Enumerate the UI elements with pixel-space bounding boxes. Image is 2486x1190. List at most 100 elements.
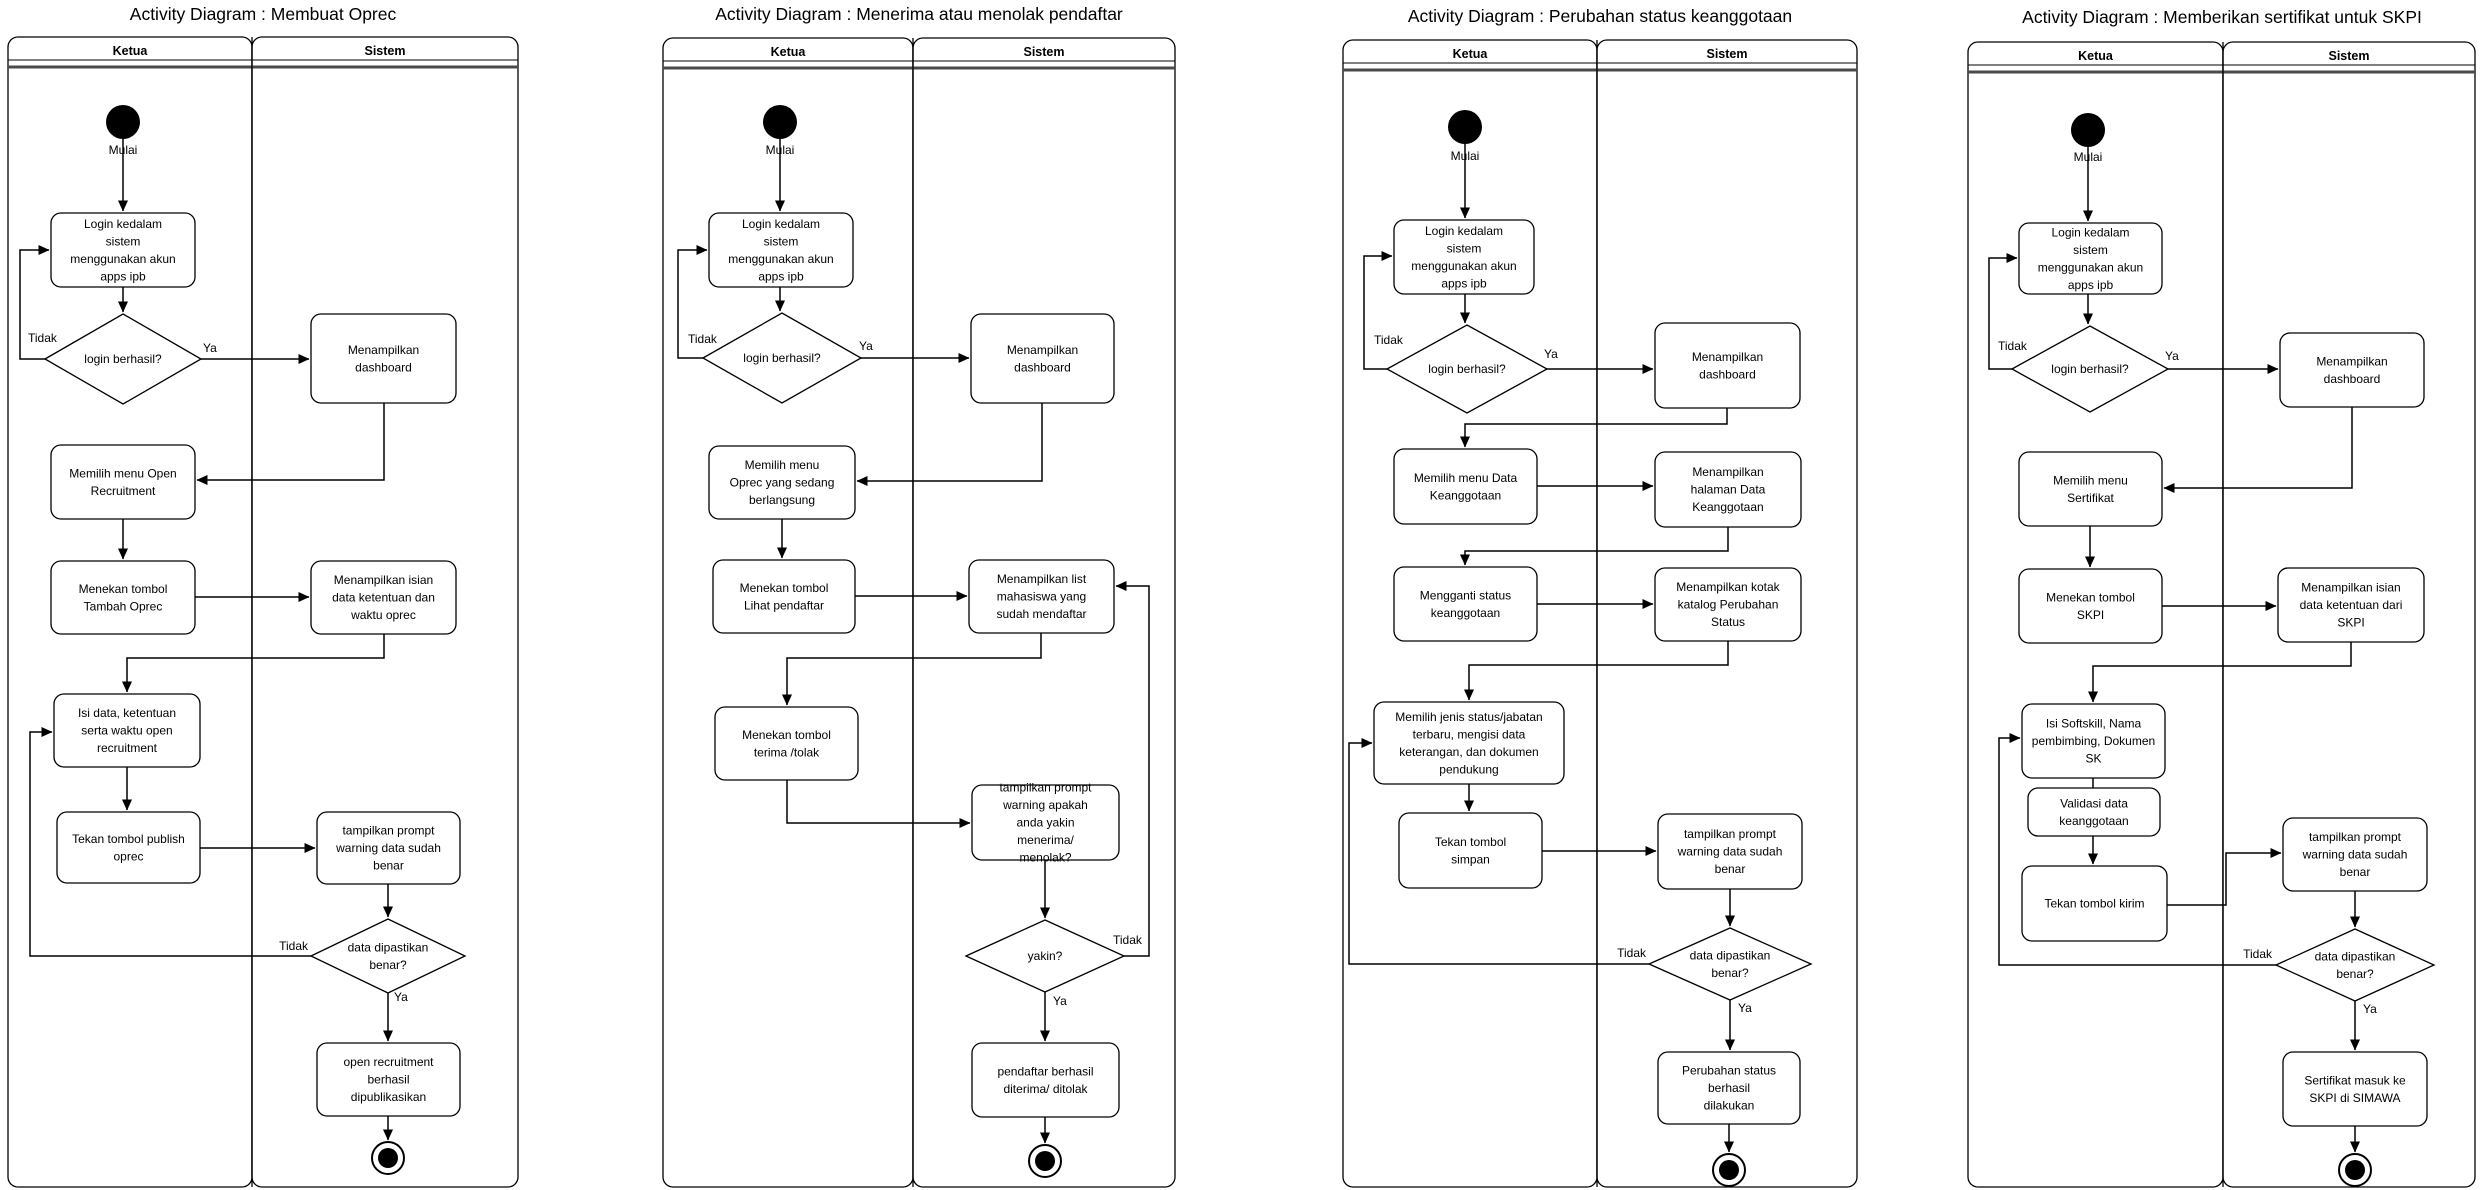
node-label: sistem	[1447, 241, 1482, 255]
flow-edge	[19, 245, 50, 360]
start-node	[763, 105, 797, 139]
node-label: Login kedalam	[2051, 225, 2129, 239]
node-label: sudah mendaftar	[996, 607, 1086, 621]
node-label: sistem	[764, 234, 799, 248]
node-label: waktu oprec	[350, 608, 416, 622]
flow-edge	[1348, 738, 1649, 965]
node-label: open recruitment	[343, 1055, 434, 1069]
no-label: Tidak	[1113, 933, 1143, 947]
activity-node	[2021, 703, 2166, 779]
node-label: Menampilkan kotak	[1676, 580, 1780, 594]
node-label: sistem	[2073, 243, 2108, 257]
node-label: keterangan, dan dokumen	[1399, 745, 1538, 759]
no-label: Tidak	[1617, 946, 1647, 960]
activity-node	[1373, 701, 1565, 785]
lane-header-label: Ketua	[1453, 47, 1489, 61]
diagram-title: Activity Diagram : Menerima atau menolak…	[715, 4, 1123, 24]
flow-edge	[122, 634, 385, 693]
flow-edge	[1363, 251, 1393, 370]
activity-node	[971, 1042, 1120, 1118]
diagram-title: Activity Diagram : Perubahan status kean…	[1408, 6, 1792, 26]
node-label: terbaru, mengisi data	[1413, 727, 1526, 741]
end-node-core	[378, 1148, 398, 1168]
node-label: Tekan tombol kirim	[2044, 897, 2144, 911]
activity-node	[1657, 813, 1803, 890]
yes-label: Ya	[2165, 349, 2179, 363]
activity-node	[2021, 865, 2168, 942]
yes-label: Ya	[394, 990, 408, 1004]
node-label: menggunakan akun	[728, 252, 833, 266]
node-label: tampilkan prompt	[1684, 827, 1777, 841]
flow-edge	[1460, 527, 1729, 566]
activity-node	[971, 784, 1120, 861]
start-caption: Mulai	[766, 143, 795, 157]
node-label: warning data sudah	[1677, 845, 1783, 859]
node-label: menolak?	[1019, 851, 1071, 865]
flow-edge	[2163, 407, 2353, 493]
node-label: oprec	[113, 849, 143, 863]
diagram-title: Activity Diagram : Memberikan sertifikat…	[2022, 7, 2422, 27]
decision-node	[309, 918, 467, 994]
node-label: warning data sudah	[2302, 848, 2408, 862]
node-label: Menekan tombol	[742, 728, 831, 742]
node-label: data dipastikan	[2315, 949, 2396, 963]
activity-node	[1657, 1051, 1801, 1125]
lane-header-label: Sistem	[365, 44, 406, 58]
node-label: Isi data, ketentuan	[78, 706, 176, 720]
node-label: berhasil	[1708, 1081, 1750, 1095]
activity-node	[1654, 451, 1802, 528]
node-label: tampilkan prompt	[2309, 830, 2402, 844]
activity-node	[1654, 567, 1802, 642]
flow-edge	[1464, 641, 1729, 701]
node-label: terima /tolak	[754, 745, 820, 759]
node-label: Login kedalam	[742, 217, 820, 231]
node-label: apps ipb	[758, 269, 804, 283]
decision-node	[2010, 325, 2170, 413]
node-label: login berhasil?	[743, 351, 821, 365]
node-label: Memilih menu Open	[69, 466, 176, 480]
node-label: warning apakah	[1002, 798, 1088, 812]
decision-node	[964, 919, 1126, 993]
node-label: Menampilkan	[348, 343, 419, 357]
flow-edge	[1460, 408, 1728, 448]
node-label: dashboard	[2324, 372, 2381, 386]
node-label: mahasiswa yang	[997, 590, 1086, 604]
node-label: pembimbing, Dokumen	[2032, 734, 2155, 748]
activity-node	[1654, 322, 1801, 409]
node-label: Memilih menu	[745, 458, 820, 472]
no-label: Tidak	[1374, 333, 1404, 347]
node-label: recruitment	[97, 741, 158, 755]
decision-node	[701, 312, 863, 404]
activity-node	[2018, 222, 2163, 295]
yes-label: Ya	[1053, 994, 1067, 1008]
node-label: halaman Data	[1691, 483, 1766, 497]
node-label: Isi Softskill, Nama	[2046, 717, 2142, 731]
activity-node	[970, 313, 1115, 404]
decision-node	[1647, 927, 1813, 1001]
flow-edge	[1998, 733, 2276, 966]
activity-node	[1393, 566, 1538, 642]
node-label: apps ipb	[100, 269, 146, 283]
activity-node	[316, 811, 461, 885]
yes-label: Ya	[203, 341, 217, 355]
node-label: menggunakan akun	[1411, 259, 1516, 273]
node-label: Menampilkan	[1692, 350, 1763, 364]
node-label: menggunakan akun	[70, 252, 175, 266]
start-caption: Mulai	[1451, 149, 1480, 163]
activity-node	[712, 559, 856, 634]
activity-node	[2282, 1051, 2428, 1127]
activity-node	[1393, 448, 1538, 525]
node-label: Tekan tombol publish	[72, 832, 185, 846]
activity-node	[1398, 812, 1543, 889]
node-label: warning data sudah	[335, 841, 441, 855]
node-label: SK	[2085, 752, 2101, 766]
start-caption: Mulai	[109, 143, 138, 157]
activity-node	[968, 559, 1115, 634]
end-node-core	[1035, 1151, 1055, 1171]
node-label: Tekan tombol	[1435, 835, 1506, 849]
activity-node	[50, 212, 196, 288]
node-label: menerima/	[1017, 833, 1074, 847]
node-label: benar	[373, 859, 404, 873]
